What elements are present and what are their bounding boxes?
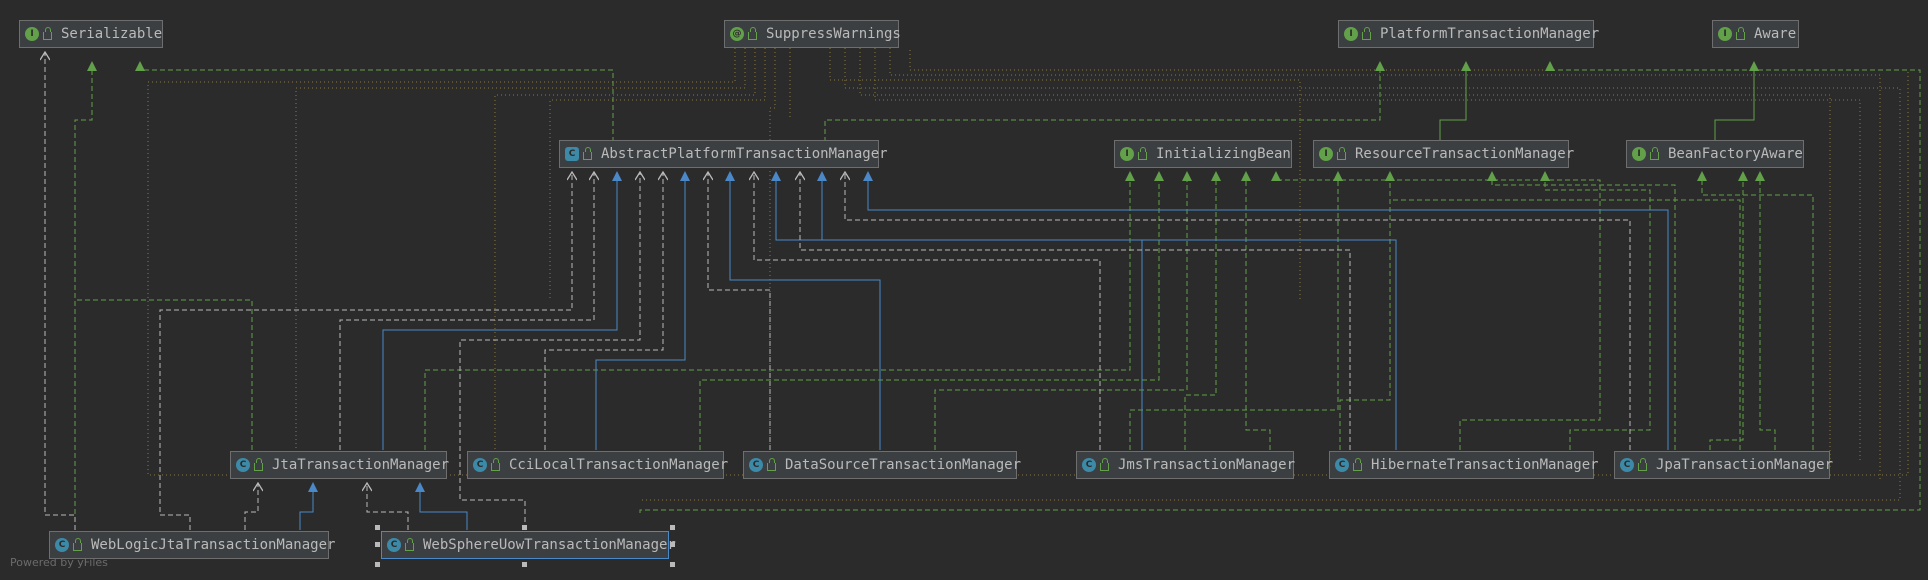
node-label: InitializingBean [1156, 146, 1291, 162]
jta-transaction-manager-node[interactable]: C JtaTransactionManager [230, 451, 450, 479]
lock-icon [748, 27, 757, 40]
interface-icon: I [25, 27, 39, 41]
resize-handle[interactable] [375, 562, 380, 567]
resource-transaction-manager-node[interactable]: I ResourceTransactionManager [1313, 140, 1574, 168]
lock-icon [1650, 147, 1659, 160]
annotation-icon: @ [730, 27, 744, 41]
interface-icon: I [1632, 147, 1646, 161]
resize-handle[interactable] [375, 525, 380, 530]
interface-icon: I [1120, 147, 1134, 161]
lock-icon [73, 538, 82, 551]
cci-local-transaction-manager-node[interactable]: C CciLocalTransactionManager [467, 451, 728, 479]
lock-icon [1353, 458, 1362, 471]
class-icon: C [55, 538, 69, 552]
class-icon: C [1082, 458, 1096, 472]
lock-icon [43, 27, 52, 40]
initializing-bean-node[interactable]: I InitializingBean [1114, 140, 1292, 168]
interface-icon: I [1344, 27, 1358, 41]
class-icon: C [1620, 458, 1634, 472]
node-label: CciLocalTransactionManager [509, 457, 729, 473]
weblogic-jta-transaction-manager-node[interactable]: C WebLogicJtaTransactionManager [49, 531, 335, 559]
node-label: Serializable [61, 26, 163, 42]
resize-handle[interactable] [522, 562, 527, 567]
websphere-uow-transaction-manager-node[interactable]: C WebSphereUowTransactionManager [381, 531, 676, 559]
class-icon: C [387, 538, 401, 552]
node-label: WebLogicJtaTransactionManager [91, 537, 336, 553]
lock-icon [1138, 147, 1147, 160]
resize-handle[interactable] [375, 542, 380, 547]
platform-transaction-manager-node[interactable]: I PlatformTransactionManager [1338, 20, 1599, 48]
lock-icon [405, 538, 414, 551]
class-icon: C [473, 458, 487, 472]
lock-icon [491, 458, 500, 471]
class-icon: C [1335, 458, 1349, 472]
lock-icon [1337, 147, 1346, 160]
node-label: BeanFactoryAware [1668, 146, 1803, 162]
lock-icon [1638, 458, 1647, 471]
node-label: SuppressWarnings [766, 26, 901, 42]
lock-icon [767, 458, 776, 471]
jms-transaction-manager-node[interactable]: C JmsTransactionManager [1076, 451, 1296, 479]
node-label: JtaTransactionManager [272, 457, 450, 473]
node-label: ResourceTransactionManager [1355, 146, 1575, 162]
resize-handle[interactable] [670, 525, 675, 530]
class-icon: C [236, 458, 250, 472]
node-label: AbstractPlatformTransactionManager [601, 146, 888, 162]
interface-icon: I [1718, 27, 1732, 41]
node-label: HibernateTransactionManager [1371, 457, 1599, 473]
interface-icon: I [1319, 147, 1333, 161]
node-label: JmsTransactionManager [1118, 457, 1296, 473]
node-label: Aware [1754, 26, 1797, 42]
powered-by-label: Powered by yFiles [10, 556, 108, 569]
lock-icon [1736, 27, 1745, 40]
suppress-warnings-node[interactable]: @ SuppressWarnings [724, 20, 901, 48]
node-label: DataSourceTransactionManager [785, 457, 1022, 473]
lock-icon [254, 458, 263, 471]
resize-handle[interactable] [670, 562, 675, 567]
serializable-node[interactable]: I Serializable [19, 20, 163, 48]
data-source-transaction-manager-node[interactable]: C DataSourceTransactionManager [743, 451, 1021, 479]
jpa-transaction-manager-node[interactable]: C JpaTransactionManager [1614, 451, 1834, 479]
node-label: PlatformTransactionManager [1380, 26, 1600, 42]
hibernate-transaction-manager-node[interactable]: C HibernateTransactionManager [1329, 451, 1599, 479]
node-label: WebSphereUowTransactionManager [423, 537, 676, 553]
node-label: JpaTransactionManager [1656, 457, 1834, 473]
abstract-platform-transaction-manager-node[interactable]: C AbstractPlatformTransactionManager [559, 140, 888, 168]
lock-icon [1100, 458, 1109, 471]
class-icon: C [749, 458, 763, 472]
resize-handle[interactable] [522, 525, 527, 530]
bean-factory-aware-node[interactable]: I BeanFactoryAware [1626, 140, 1804, 168]
lock-icon [583, 147, 592, 160]
lock-icon [1362, 27, 1371, 40]
aware-node[interactable]: I Aware [1712, 20, 1799, 48]
abstract-class-icon: C [565, 147, 579, 161]
resize-handle[interactable] [670, 542, 675, 547]
